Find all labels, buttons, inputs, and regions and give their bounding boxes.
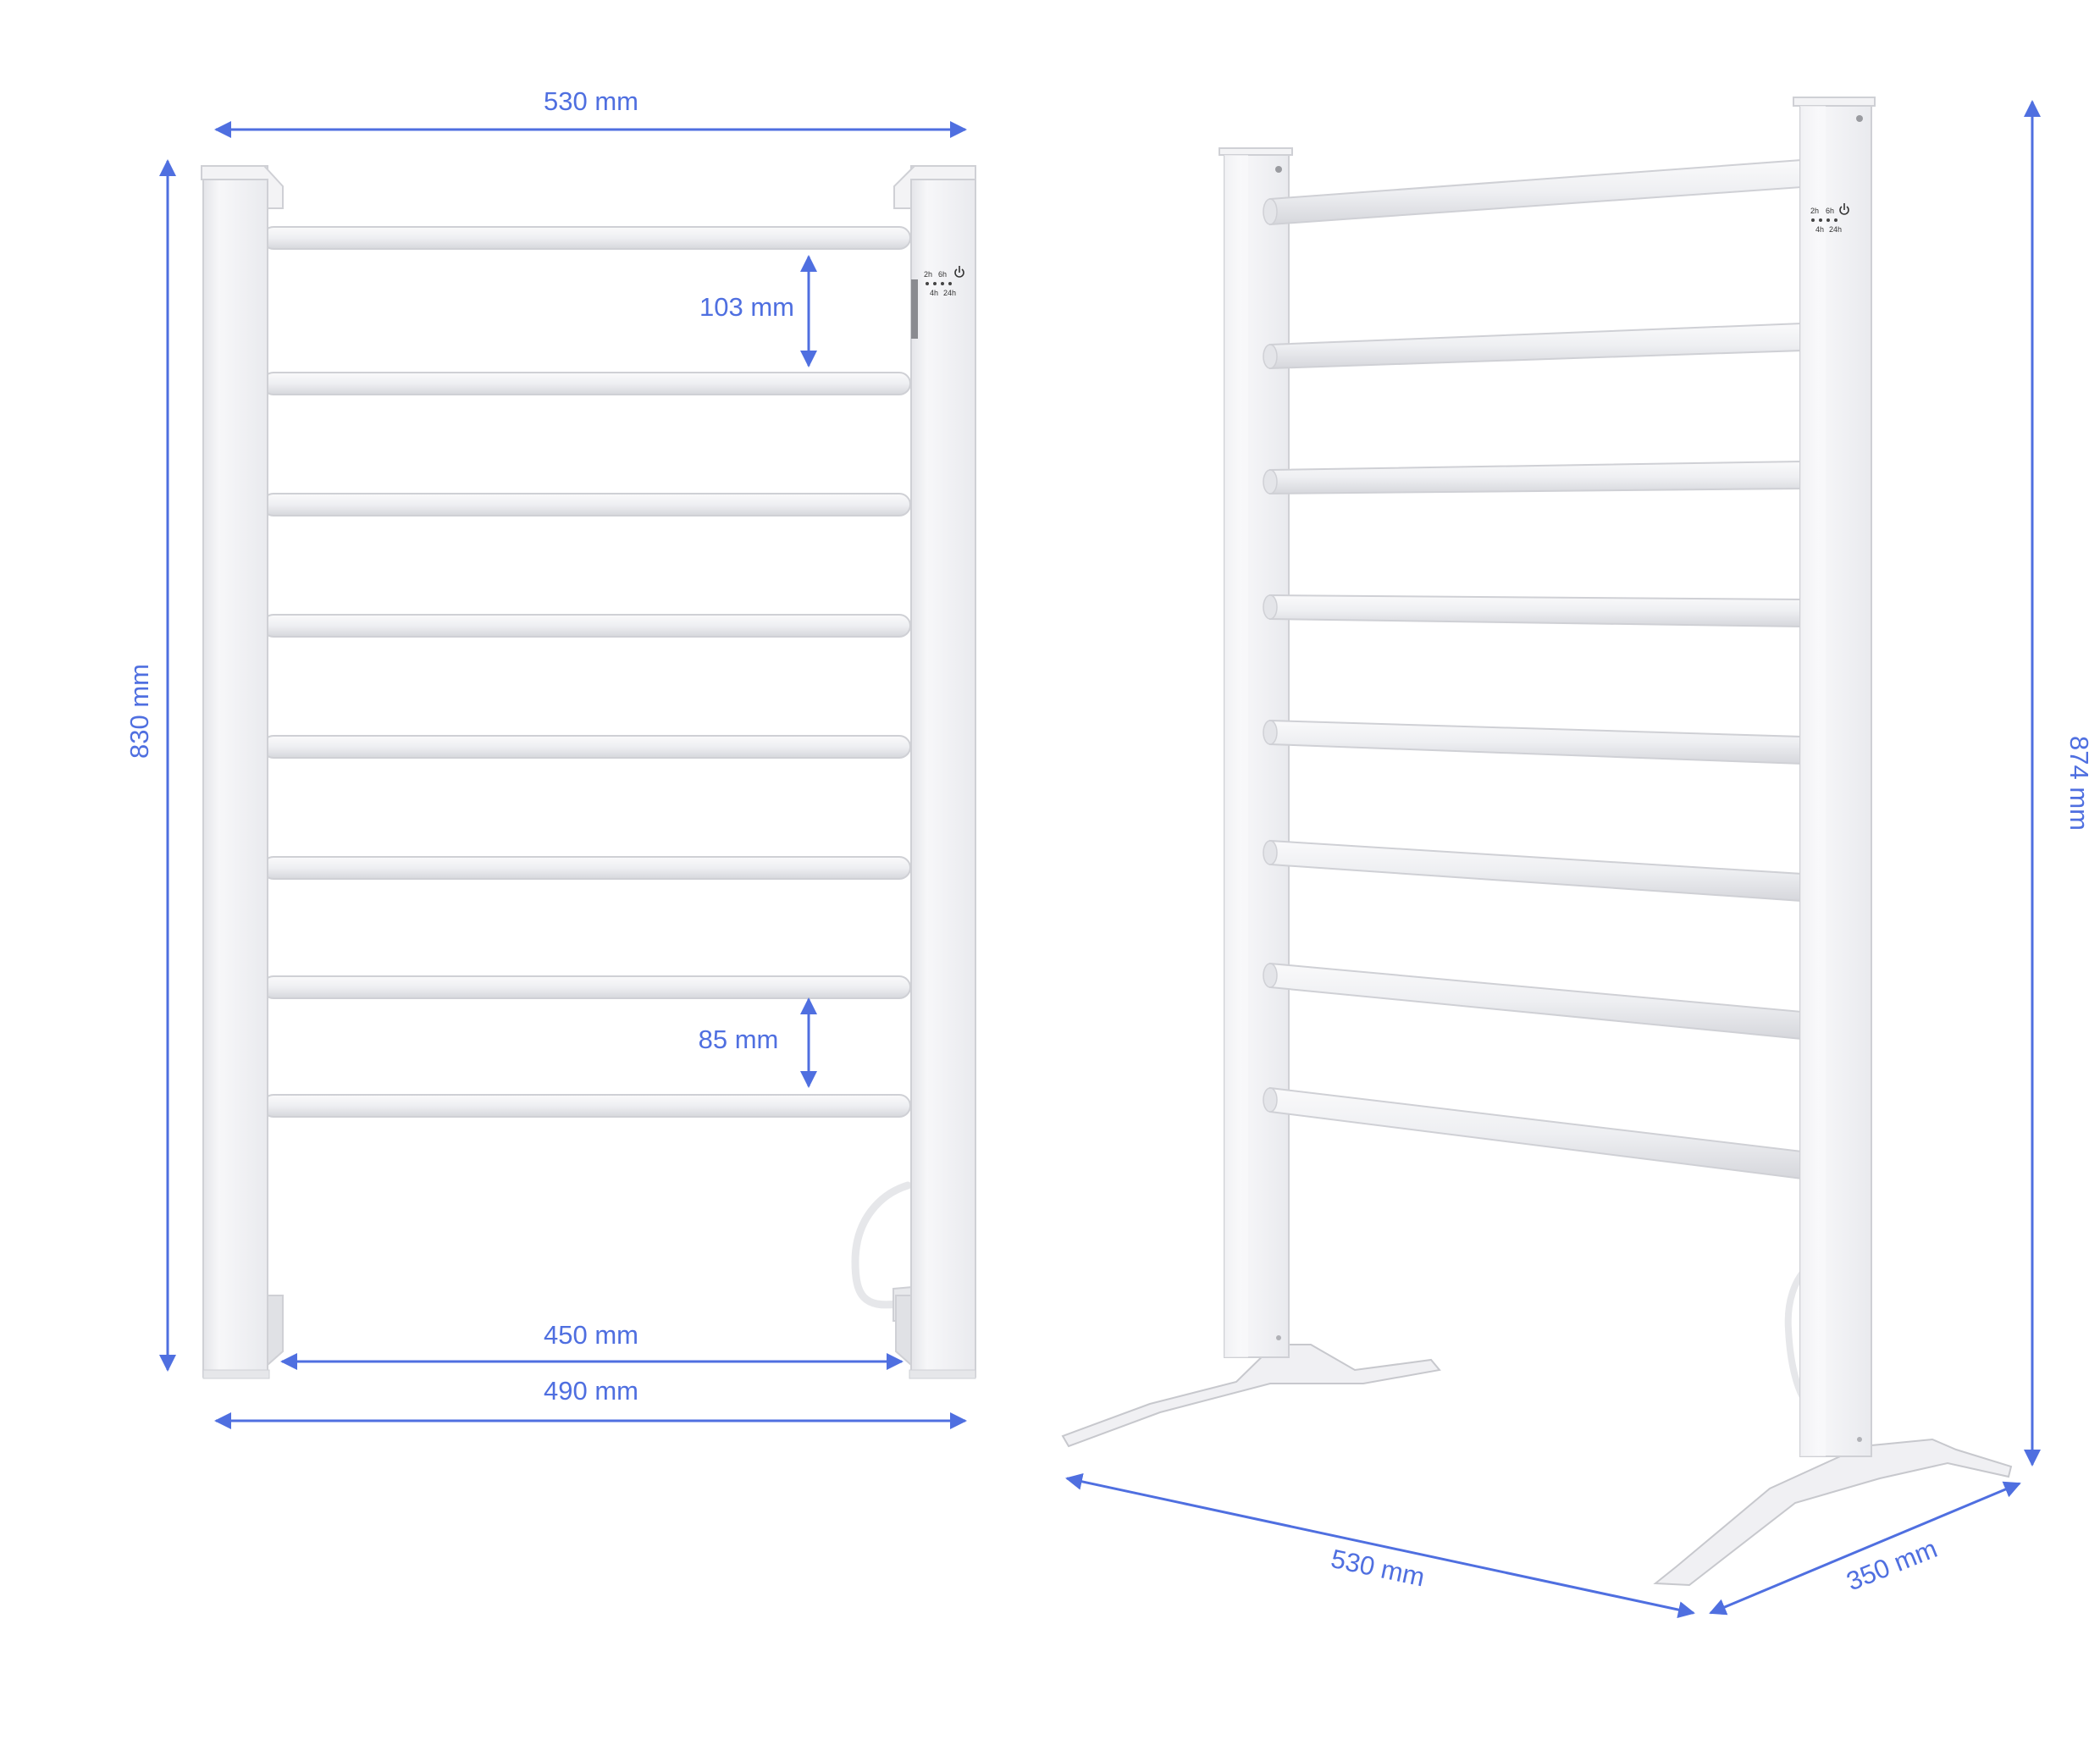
front-bar-2 <box>262 372 911 395</box>
perspective-bar-4 <box>1269 594 1803 628</box>
perspective-bar-6 <box>1269 839 1803 903</box>
front-control-panel: 2h 6h 4h 24h <box>924 266 964 297</box>
led-dot <box>941 282 944 285</box>
front-bar-1 <box>262 226 911 250</box>
front-left-post <box>201 165 284 1379</box>
perspective-bar-5 <box>1269 719 1803 765</box>
front-bar-5 <box>262 735 911 759</box>
front-bar-7 <box>262 975 911 999</box>
perspective-bars <box>1263 158 1803 1180</box>
front-height-label: 830 mm <box>124 664 154 759</box>
front-view: 2h 6h 4h 24h <box>201 165 976 1379</box>
front-bar-4 <box>262 614 911 638</box>
front-bar-6 <box>262 856 911 880</box>
perspective-view: 2h 6h 4h 24h <box>1061 97 2013 1587</box>
led-dot <box>933 282 937 285</box>
perspective-right-post <box>1793 97 1876 1457</box>
front-outer-width-label: 490 mm <box>544 1376 638 1406</box>
front-inner-width-label: 450 mm <box>544 1320 638 1350</box>
power-icon[interactable] <box>1839 203 1849 215</box>
timer-6h-label: 6h <box>1826 207 1834 215</box>
led-dot <box>1826 218 1830 222</box>
left-foot <box>1061 1344 1441 1448</box>
perspective-control-panel: 2h 6h 4h 24h <box>1810 203 1849 234</box>
perspective-bar-2 <box>1269 322 1803 370</box>
power-cable <box>851 1181 912 1309</box>
perspective-height-label: 874 mm <box>2064 736 2094 831</box>
timer-4h-label: 4h <box>1815 225 1824 234</box>
front-bar-3 <box>262 493 911 516</box>
front-right-post <box>893 165 976 1379</box>
timer-2h-label: 2h <box>924 270 932 279</box>
perspective-depth-label: 350 mm <box>1843 1533 1942 1596</box>
perspective-depth-line <box>1709 1481 2021 1616</box>
front-bars <box>262 226 911 1118</box>
timer-2h-label: 2h <box>1810 207 1819 215</box>
led-dot <box>948 282 952 285</box>
perspective-left-post <box>1219 147 1293 1358</box>
perspective-length-line <box>1065 1473 1695 1618</box>
perspective-length-label: 530 mm <box>1329 1544 1428 1593</box>
perspective-bar-7 <box>1269 962 1803 1041</box>
front-spacing-bottom-label: 85 mm <box>699 1025 779 1054</box>
power-icon[interactable] <box>954 266 964 278</box>
perspective-bar-3 <box>1269 460 1803 495</box>
led-dot <box>1834 218 1838 222</box>
right-foot <box>1653 1438 2013 1587</box>
timer-4h-label: 4h <box>930 289 938 297</box>
front-bar-8 <box>262 1094 911 1118</box>
perspective-bar-1 <box>1269 158 1803 226</box>
perspective-bar-8 <box>1269 1086 1803 1180</box>
power-cable <box>1784 1262 1814 1405</box>
timer-24h-label: 24h <box>1829 225 1842 234</box>
timer-24h-label: 24h <box>943 289 956 297</box>
led-dot <box>1811 218 1815 222</box>
timer-6h-label: 6h <box>938 270 947 279</box>
dimension-labels: 530 mm 830 mm 103 mm 85 mm 450 mm 490 mm… <box>124 86 2094 1596</box>
led-dot <box>1819 218 1822 222</box>
led-dot <box>926 282 929 285</box>
dimension-lines <box>159 100 2041 1618</box>
front-width-top-label: 530 mm <box>544 86 638 116</box>
front-spacing-top-label: 103 mm <box>699 292 794 322</box>
